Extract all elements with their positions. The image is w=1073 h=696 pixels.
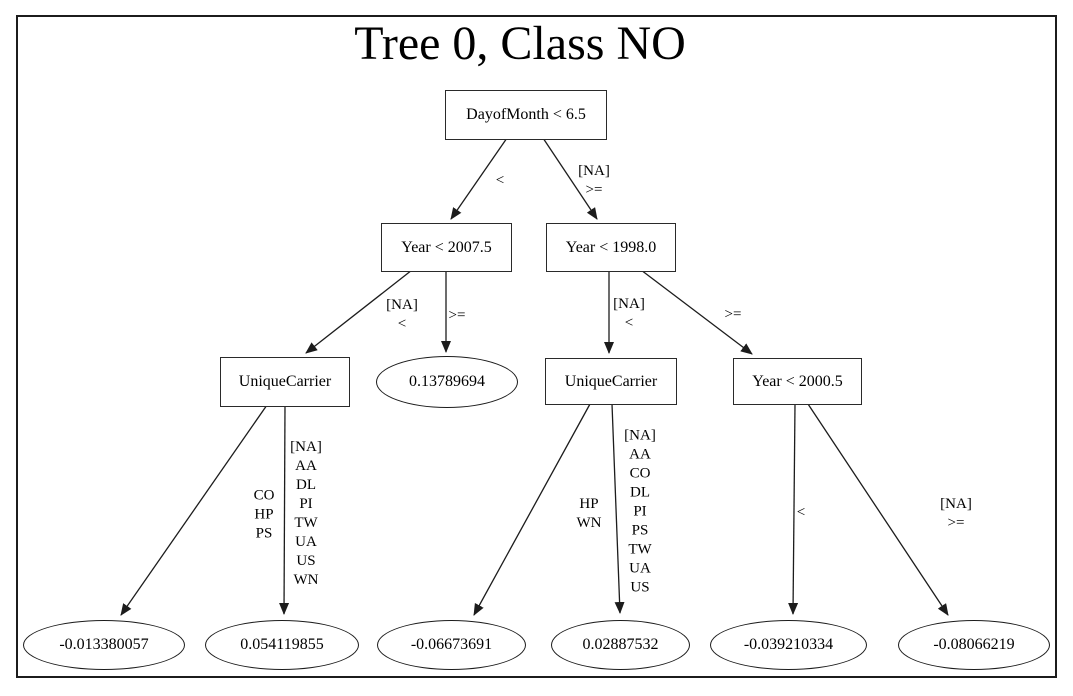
edge-uniquecarrier-right-to-leaf4 <box>611 403 625 614</box>
edge-label-root-left: < <box>495 172 505 189</box>
edge-label-carriers-na-aa-dl: [NA] AA DL PI TW UA US WN <box>290 439 322 588</box>
leaf-value-n0013380057: -0.013380057 <box>23 620 185 670</box>
leaf-value-002887532: 0.02887532 <box>551 620 690 670</box>
leaf-value-n008066219: -0.08066219 <box>898 620 1050 670</box>
leaf-value-n0039210334: -0.039210334 <box>710 620 867 670</box>
edge-label-year2000-left: < <box>796 504 806 521</box>
edge-label-year2007-left: [NA] < <box>386 297 418 332</box>
leaf-value-013789694: 0.13789694 <box>376 356 518 408</box>
node-year-1998: Year < 1998.0 <box>546 223 676 272</box>
leaf-value-0054119855: 0.054119855 <box>205 620 359 670</box>
edge-label-year1998-left: [NA] < <box>613 296 645 331</box>
edge-root-to-year1998 <box>542 137 598 220</box>
node-year-2000: Year < 2000.5 <box>733 358 862 405</box>
edge-label-root-right: [NA] >= <box>578 163 610 198</box>
node-uniquecarrier-right: UniqueCarrier <box>545 358 677 405</box>
edge-label-year2007-right: >= <box>448 307 466 324</box>
node-dayofmonth: DayofMonth < 6.5 <box>445 90 607 140</box>
edge-year1998-to-year2000 <box>640 269 753 355</box>
edge-uniquecarrier-left-to-leaf2 <box>279 404 290 615</box>
edge-root-to-year2007 <box>450 137 508 220</box>
edge-label-year1998-right: >= <box>724 306 742 323</box>
edge-label-carriers-hp-wn: HP WN <box>576 496 602 531</box>
edge-year2007-to-uniquecarrier-left <box>305 269 413 354</box>
node-year-2007: Year < 2007.5 <box>381 223 512 272</box>
edge-year2000-to-leaf6 <box>807 403 949 616</box>
edge-label-carriers-na-aa-co: [NA] AA CO DL PI PS TW UA US <box>624 427 656 596</box>
edge-label-carriers-co-hp-ps: CO HP PS <box>253 487 275 542</box>
edge-uniquecarrier-left-to-leaf1 <box>120 404 268 616</box>
plot-title: Tree 0, Class NO <box>354 17 686 70</box>
leaf-value-n006673691: -0.06673691 <box>377 620 526 670</box>
node-uniquecarrier-left: UniqueCarrier <box>220 357 350 407</box>
edge-label-year2000-right: [NA] >= <box>940 496 972 531</box>
plot-border <box>16 15 1057 678</box>
edge-uniquecarrier-right-to-leaf3 <box>473 403 591 616</box>
edge-year2000-to-leaf5 <box>788 403 799 615</box>
